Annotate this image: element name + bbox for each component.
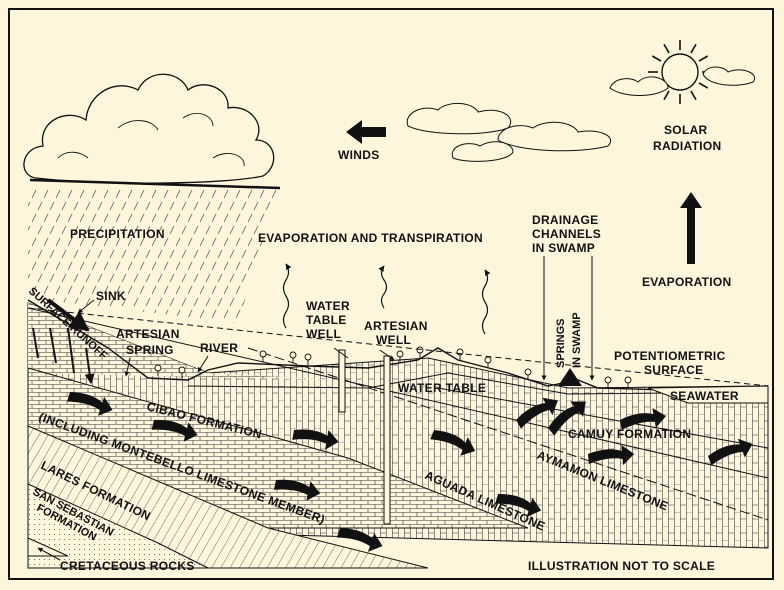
tree-icon <box>178 366 186 378</box>
tree-icon <box>154 364 162 376</box>
rain-area <box>28 188 278 323</box>
tree-icon <box>416 346 424 358</box>
label-river: RIVER <box>200 341 238 355</box>
tree-icon <box>289 351 297 363</box>
label-potentiometric-2: SURFACE <box>644 363 703 377</box>
label-drainage-3: IN SWAMP <box>532 241 595 255</box>
sun-ray <box>690 90 697 101</box>
label-sink: SINK <box>96 289 126 303</box>
label-solar-1: SOLAR <box>664 123 708 137</box>
label-art-well-1: ARTESIAN <box>364 319 428 333</box>
sun-ray <box>663 90 670 101</box>
label-water-table: WATER TABLE <box>398 381 486 395</box>
groundwater-flow-arrow <box>708 438 753 466</box>
water-table-well <box>338 349 346 413</box>
cloud-small-1 <box>406 103 511 135</box>
label-evaporation: EVAPORATION <box>642 275 732 289</box>
sun-ray <box>651 55 662 62</box>
label-evap-transp: EVAPORATION AND TRANSPIRATION <box>258 231 483 245</box>
groundwater-flow-arrow <box>336 528 383 552</box>
cibao-layer <box>28 303 338 380</box>
springs-in-swamp-mound <box>558 368 582 386</box>
groundwater-flow-arrow <box>430 430 476 456</box>
label-drainage-1: DRAINAGE <box>532 213 598 227</box>
label-solar-2: RADIATION <box>653 139 721 153</box>
label-springs-1: SPRINGS <box>555 318 567 368</box>
sun-ray <box>698 55 709 62</box>
cloud-small-3 <box>451 141 514 162</box>
groundwater-flow-arrow <box>151 419 198 442</box>
label-precipitation: PRECIPITATION <box>70 227 165 241</box>
water-table-line <box>187 372 769 395</box>
groundwater-flow-arrow <box>548 401 586 436</box>
groundwater-flow-arrow <box>66 392 113 416</box>
groundwater-flow-arrow <box>495 493 542 517</box>
artesian-well <box>383 355 391 525</box>
label-winds: WINDS <box>338 148 380 162</box>
label-drainage-2: CHANNELS <box>532 227 601 241</box>
tree-icon <box>604 376 612 388</box>
groundwater-flow-arrow <box>516 397 558 429</box>
label-potentiometric-1: POTENTIOMETRIC <box>614 349 726 363</box>
label-artesian-spring-2: SPRING <box>126 343 174 357</box>
label-springs-2: IN SWAMP <box>571 312 583 368</box>
tree-icon <box>524 368 532 380</box>
label-wt-well-2: TABLE <box>306 313 347 327</box>
label-wt-well-1: WATER <box>306 299 350 313</box>
evapotranspiration-arrow-2 <box>378 265 388 309</box>
evapotranspiration-arrow-1 <box>282 263 292 329</box>
label-seawater: SEAWATER <box>670 389 739 403</box>
label-art-well-2: WELL <box>376 333 411 347</box>
storm-cloud <box>23 73 275 184</box>
evapotranspiration-arrow-3 <box>481 269 491 335</box>
label-camuy: CAMUY FORMATION <box>568 427 691 441</box>
winds-arrow <box>346 120 386 144</box>
groundwater-flow-arrow <box>273 479 321 501</box>
tree-icon <box>259 350 267 362</box>
tree-icon <box>484 356 492 368</box>
groundwater-flow-arrow <box>588 445 635 465</box>
label-cretaceous: CRETACEOUS ROCKS <box>60 559 195 573</box>
diagram-canvas: WINDS SOLAR RADIATION EVAPORATION PRECIP… <box>8 8 774 580</box>
sun-ray <box>690 43 697 54</box>
evaporation-arrow <box>680 192 702 264</box>
tree-icon <box>304 353 312 365</box>
groundwater-flow-arrow <box>292 429 339 450</box>
sun-ray <box>698 82 709 89</box>
potentiometric-surface-line <box>27 307 769 387</box>
seawater <box>647 385 769 404</box>
label-wt-well-3: WELL <box>306 327 341 341</box>
hydrologic-cycle-diagram: WINDS SOLAR RADIATION EVAPORATION PRECIP… <box>8 8 774 580</box>
label-artesian-spring-1: ARTESIAN <box>116 327 180 341</box>
land-surface <box>27 299 769 391</box>
tree-icon <box>624 376 632 388</box>
groundwater-flow-arrow <box>620 408 666 430</box>
sun-ray <box>663 43 670 54</box>
sun-icon <box>609 40 756 104</box>
label-not-to-scale: ILLUSTRATION NOT TO SCALE <box>528 559 715 573</box>
cloud-small-2 <box>497 121 611 152</box>
